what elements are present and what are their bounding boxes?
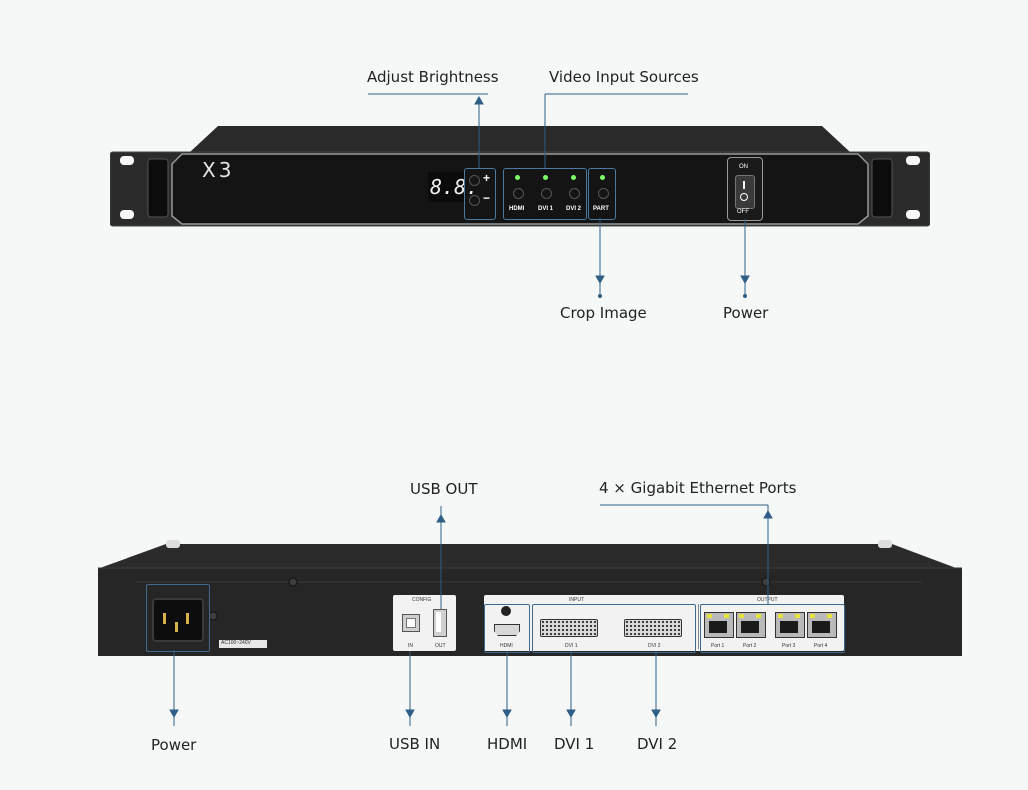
callout-crop-image: Crop Image <box>560 304 647 322</box>
dvi2-port[interactable] <box>624 619 682 637</box>
brightness-down-button[interactable] <box>469 195 480 206</box>
input-label: INPUT <box>569 597 584 603</box>
rj45-led-1b <box>724 614 729 618</box>
led-part <box>600 175 605 180</box>
callout-usb-in: USB IN <box>389 735 441 753</box>
ac-power-inlet-frame <box>146 584 210 652</box>
config-in-label: IN <box>408 643 413 649</box>
port-label-1: Port 1 <box>711 643 725 649</box>
inlet-pin-left <box>163 613 166 624</box>
callout-dvi2: DVI 2 <box>637 735 678 753</box>
config-label: CONFIG <box>412 597 432 603</box>
rj45-led-2b <box>756 614 761 618</box>
ac-rating-label-bg <box>219 640 267 648</box>
led-dvi2 <box>571 175 576 180</box>
rj45-socket-4 <box>812 621 830 633</box>
callout-gigabit-ports: 4 × Gigabit Ethernet Ports <box>599 479 797 497</box>
model-logo: X3 <box>202 158 235 182</box>
ac-rating-label: AC100~240V <box>221 640 251 646</box>
callout-usb-out: USB OUT <box>410 480 478 498</box>
button-label-part: PART <box>593 206 609 212</box>
ethernet-group-frame <box>700 604 845 653</box>
part-button[interactable] <box>598 188 609 199</box>
power-on-mark <box>743 181 745 189</box>
hdmi-mount-hole <box>501 606 511 616</box>
rj45-socket-3 <box>780 621 798 633</box>
ac-power-inlet[interactable] <box>152 598 204 642</box>
brightness-up-button[interactable] <box>469 175 480 186</box>
video-input-group <box>503 168 587 220</box>
minus-label: − <box>483 191 491 205</box>
hdmi-port[interactable] <box>494 624 520 636</box>
usb-out-port-inner <box>436 612 441 632</box>
power-off-mark <box>740 193 748 201</box>
callout-video-input-sources: Video Input Sources <box>549 68 699 86</box>
port-label-3: Port 3 <box>782 643 796 649</box>
dvi1-port[interactable] <box>540 619 598 637</box>
part-group <box>588 168 616 220</box>
callout-dvi1: DVI 1 <box>554 735 595 753</box>
callout-power-rear: Power <box>151 736 197 754</box>
dvi2-port-label: DVI 2 <box>648 643 661 649</box>
io-divider <box>698 604 699 649</box>
brightness-control-group <box>464 168 496 220</box>
led-dvi1 <box>543 175 548 180</box>
usb-in-port-inner <box>406 618 416 628</box>
rj45-led-1a <box>707 614 712 618</box>
led-hdmi <box>515 175 520 180</box>
switch-off-label: OFF <box>737 209 749 215</box>
hdmi-select-button[interactable] <box>513 188 524 199</box>
rj45-socket-1 <box>709 621 727 633</box>
rj45-led-3b <box>795 614 800 618</box>
port-label-4: Port 4 <box>814 643 828 649</box>
rj45-led-4a <box>810 614 815 618</box>
dvi1-select-button[interactable] <box>541 188 552 199</box>
rj45-socket-2 <box>741 621 759 633</box>
callout-hdmi: HDMI <box>487 735 528 753</box>
button-label-hdmi: HDMI <box>509 206 525 212</box>
plus-label: + <box>483 171 491 185</box>
rj45-led-2a <box>739 614 744 618</box>
output-label: OUTPUT <box>757 597 778 603</box>
config-out-label: OUT <box>435 643 446 649</box>
button-label-dvi1: DVI 1 <box>538 206 554 212</box>
dvi2-select-button[interactable] <box>569 188 580 199</box>
power-switch[interactable] <box>735 175 755 209</box>
rj45-led-3a <box>778 614 783 618</box>
switch-on-label: ON <box>739 164 748 170</box>
hdmi-port-label: HDMI <box>500 643 513 649</box>
dvi1-port-label: DVI 1 <box>565 643 578 649</box>
button-label-dvi2: DVI 2 <box>566 206 582 212</box>
callout-power-front: Power <box>723 304 769 322</box>
inlet-pin-right <box>186 613 189 624</box>
inlet-pin-ground <box>175 622 178 632</box>
rj45-led-4b <box>827 614 832 618</box>
callout-adjust-brightness: Adjust Brightness <box>367 68 499 86</box>
port-label-2: Port 2 <box>743 643 757 649</box>
dvi-group-frame <box>532 604 696 653</box>
